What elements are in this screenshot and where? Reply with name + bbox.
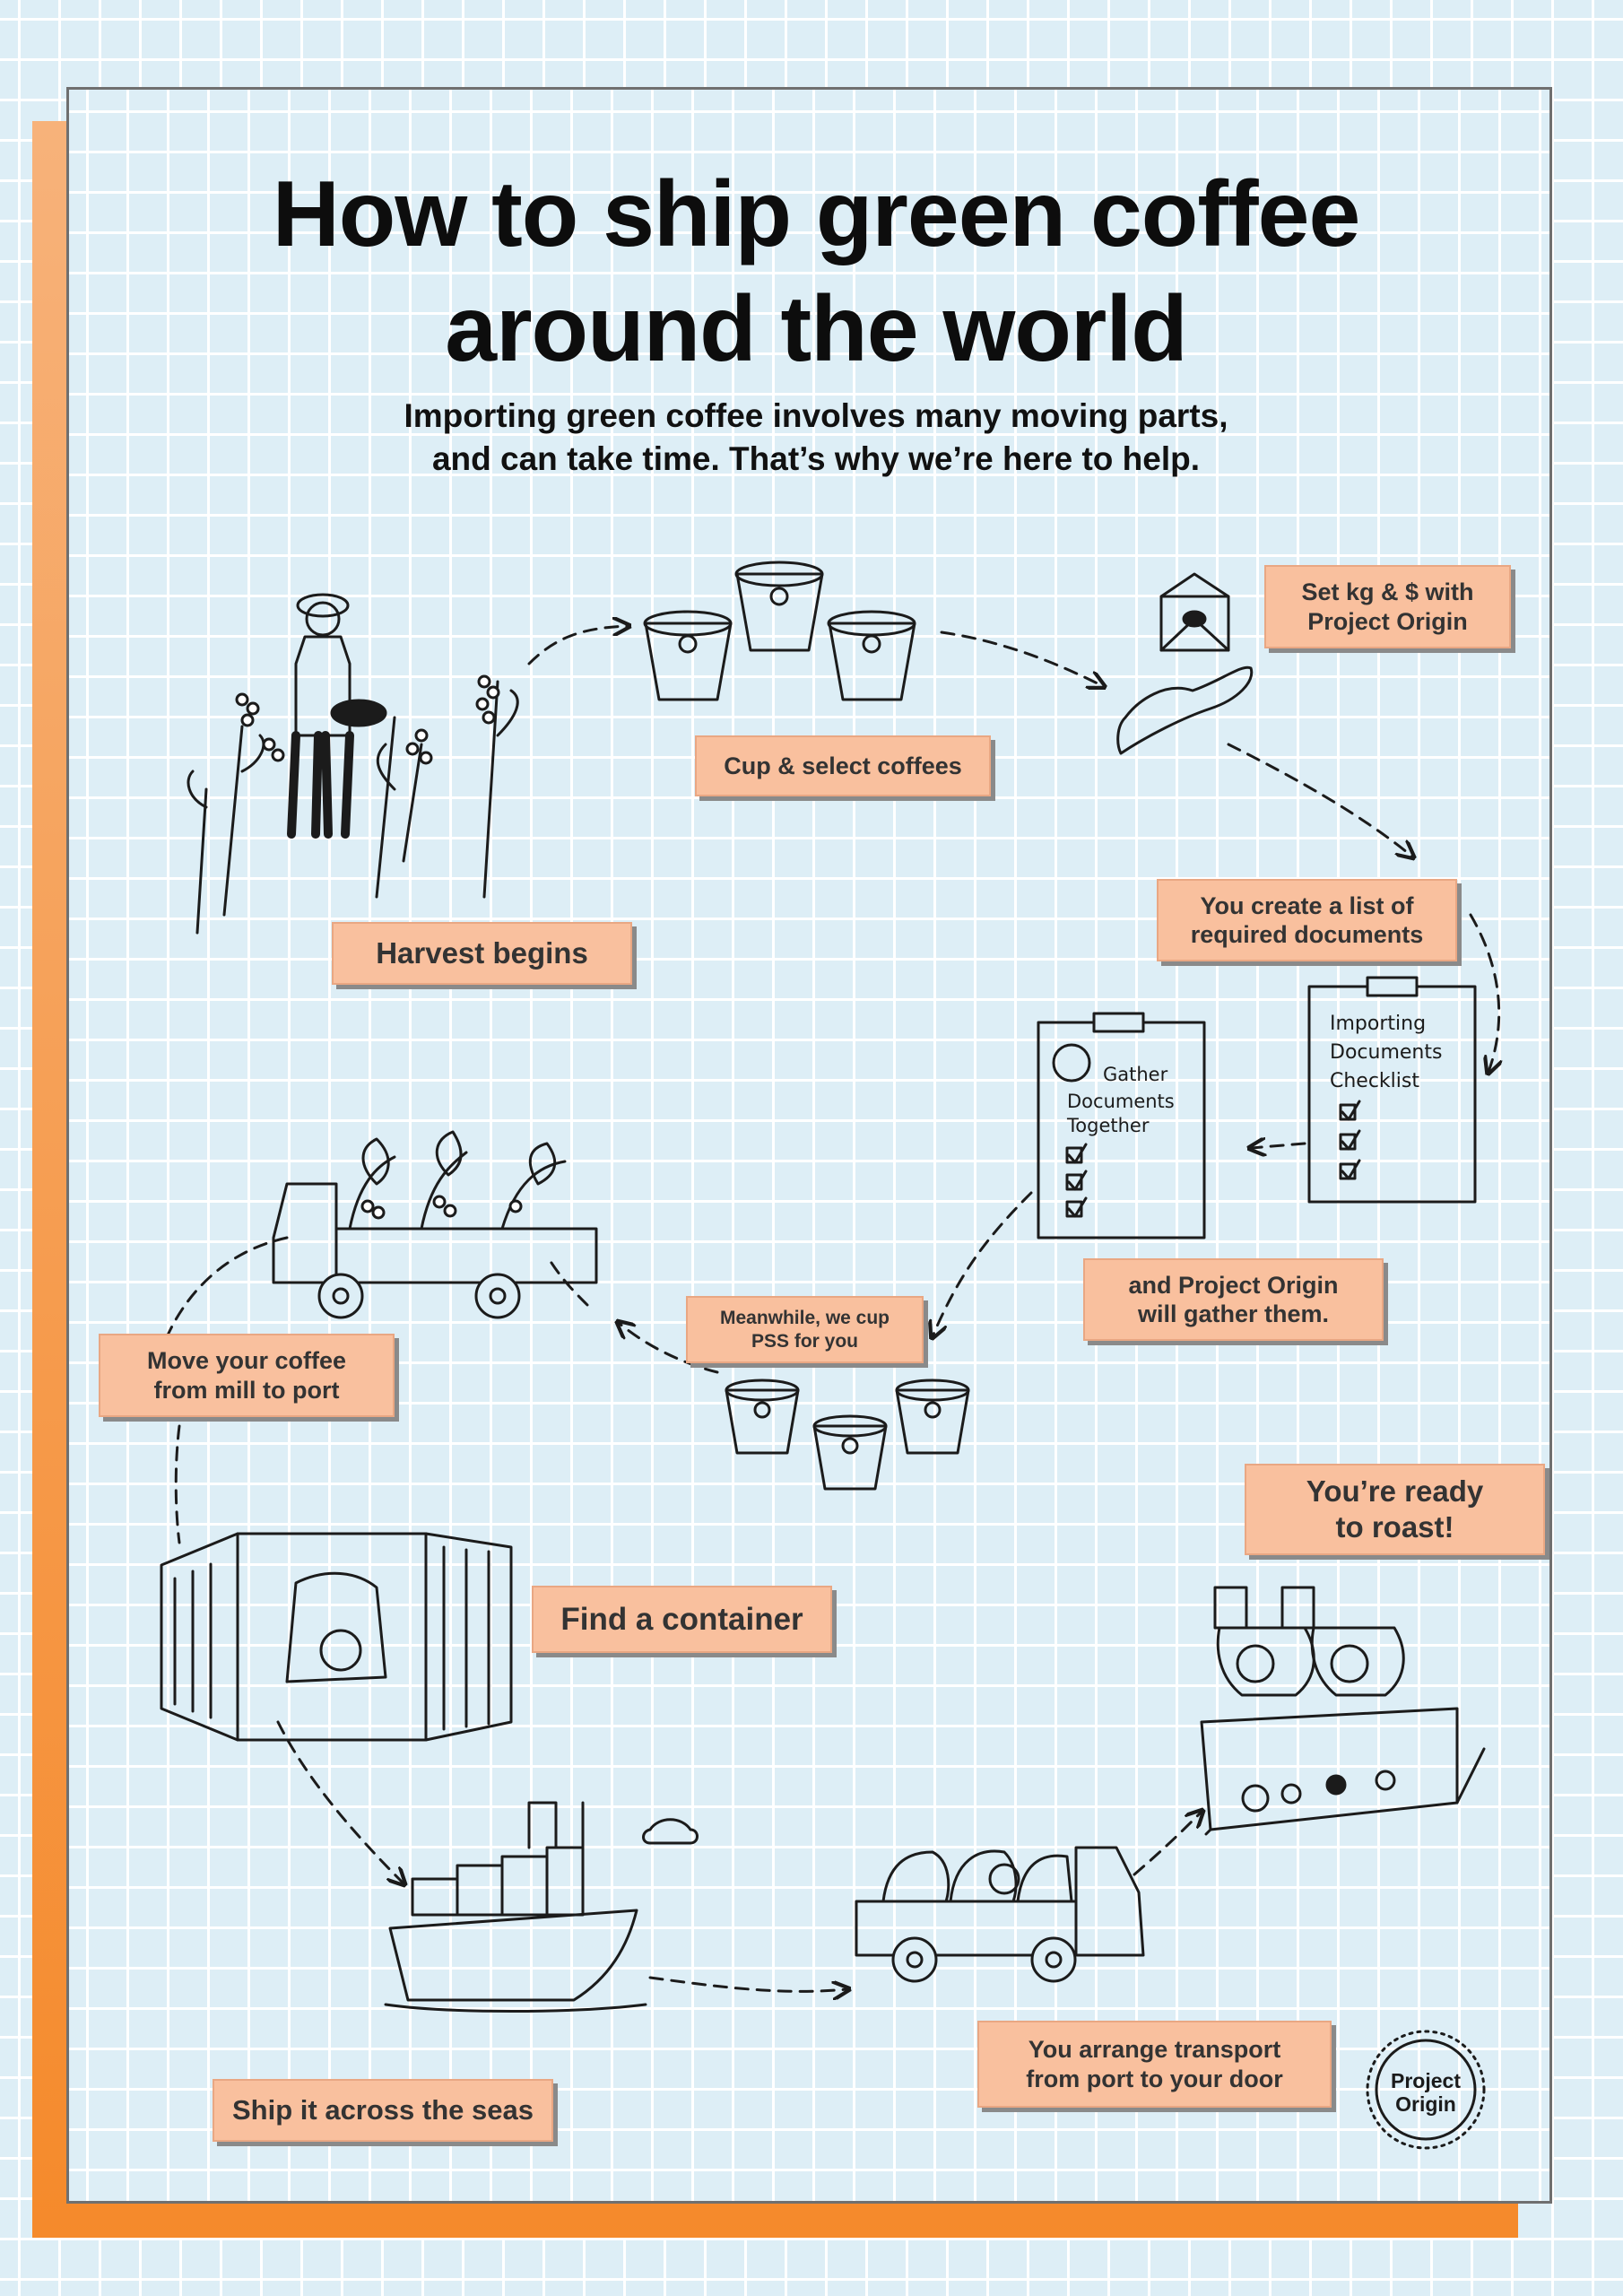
title-line-2: around the world [445,277,1188,381]
checklist-title-1: Importing [1330,1013,1426,1035]
logo-seal: Project Origin [1366,2030,1486,2150]
page-subtitle: Importing green coffee involves many mov… [269,395,1363,481]
checklist-title-3: Checklist [1330,1070,1419,1092]
shipping-container-icon [160,1532,513,1742]
step-label-transport: You arrange transport from port to your … [977,2021,1332,2108]
logo-text-line-1: Project [1391,2069,1461,2092]
title-line-1: How to ship green coffee [272,162,1361,266]
step-label-set-kg: Set kg & $ with Project Origin [1264,565,1511,648]
coffee-cup-icon [643,561,916,701]
farmer-illustration [187,593,519,935]
step-label-harvest: Harvest begins [332,922,632,985]
logo-text-line-2: Origin [1395,2092,1456,2116]
step-label-ready: You’re ready to roast! [1245,1464,1545,1555]
step-label-create-list: You create a list of required documents [1157,879,1457,961]
envelope-hand-icon [1116,572,1254,755]
coffee-cup-icon [725,1378,970,1491]
cargo-ship-icon [384,1801,699,2013]
step-label-gather: and Project Origin will gather them. [1083,1258,1384,1341]
gather-title-2: Documents [1067,1091,1175,1112]
gather-title-3: Together [1066,1115,1150,1136]
roaster-icon [1200,1586,1486,1836]
poster-sheet [66,87,1552,2204]
step-label-ship: Ship it across the seas [213,2079,553,2142]
truck-icon [272,1130,598,1319]
step-label-cup-select: Cup & select coffees [695,735,991,796]
clipboard-icon: Gather Documents Together [1037,1012,1206,1239]
truck-icon [855,1846,1145,1983]
subtitle-line-1: Importing green coffee involves many mov… [404,397,1228,434]
clipboard-icon: Importing Documents Checklist [1307,976,1477,1204]
step-label-pss: Meanwhile, we cup PSS for you [686,1296,924,1363]
checklist-title-2: Documents [1330,1041,1442,1064]
page-title: How to ship green coffee around the worl… [90,157,1542,387]
subtitle-line-2: and can take time. That’s why we’re here… [431,440,1201,477]
step-label-container: Find a container [532,1586,832,1653]
step-label-move: Move your coffee from mill to port [99,1334,395,1417]
gather-title-1: Gather [1103,1064,1168,1085]
